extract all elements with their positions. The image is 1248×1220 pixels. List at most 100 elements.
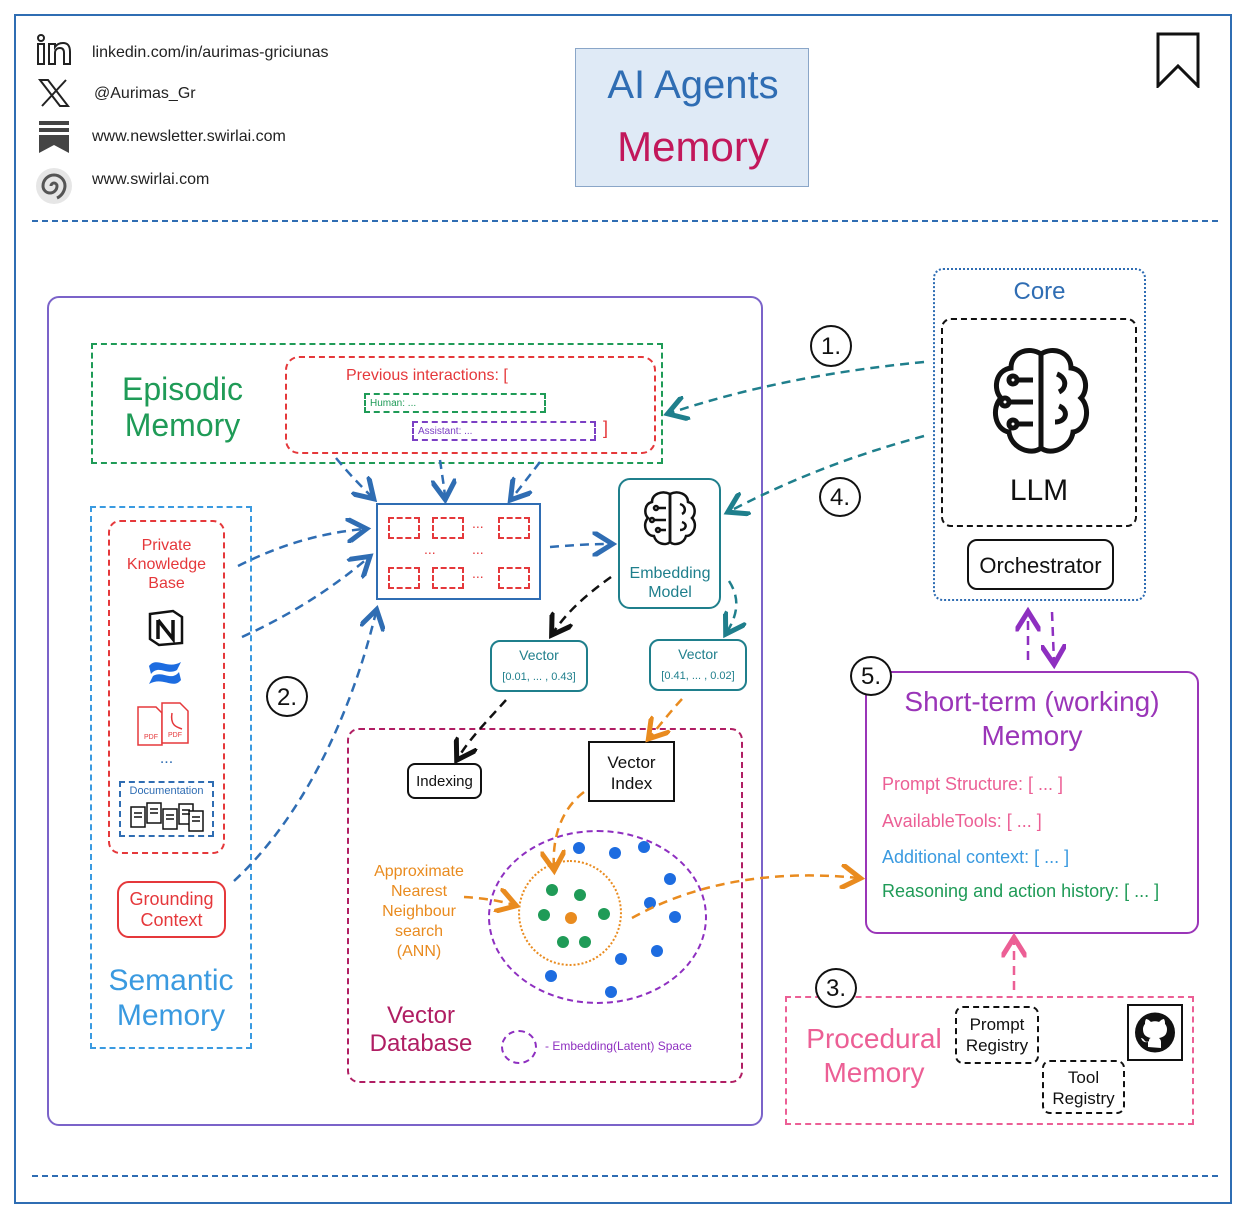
newsletter-icon bbox=[38, 120, 70, 159]
orchestrator-label: Orchestrator bbox=[979, 553, 1102, 578]
long-term-memory-container bbox=[47, 296, 763, 1126]
bookmark-icon[interactable] bbox=[1156, 32, 1200, 93]
x-handle[interactable]: @Aurimas_Gr bbox=[94, 85, 196, 102]
linkedin-link[interactable]: linkedin.com/in/aurimas-griciunas bbox=[92, 44, 329, 61]
short-term-memory-box: Short-term (working)Memory Prompt Struct… bbox=[865, 671, 1199, 934]
title-line-1: AI Agents bbox=[607, 63, 779, 107]
neighbour-point bbox=[546, 884, 558, 896]
step-5-label: 5. bbox=[860, 663, 881, 690]
github-icon bbox=[1133, 1010, 1177, 1060]
vector-value: [0.41, ... , 0.02] bbox=[661, 670, 735, 682]
chunks-box: ... ... ... ... bbox=[376, 503, 541, 600]
llm-label: LLM bbox=[1009, 474, 1069, 507]
close-bracket: ] bbox=[603, 418, 609, 438]
data-point bbox=[651, 945, 663, 957]
indexing-label: Indexing bbox=[416, 773, 473, 790]
documents-icon bbox=[129, 801, 205, 838]
arrow-vector-to-index bbox=[650, 698, 683, 737]
legend-circle bbox=[501, 1030, 537, 1064]
github-box bbox=[1127, 1004, 1183, 1061]
data-point bbox=[664, 873, 676, 885]
indexing-box: Indexing bbox=[407, 763, 482, 799]
data-point bbox=[644, 897, 656, 909]
pdf-label: PDF bbox=[168, 732, 182, 739]
swirl-logo-icon bbox=[34, 164, 74, 211]
data-point bbox=[573, 842, 585, 854]
previous-interactions-label: Previous interactions: [ bbox=[346, 367, 508, 384]
previous-interactions-box: Previous interactions: [ Human: ... Assi… bbox=[285, 356, 656, 454]
chunk bbox=[388, 567, 420, 589]
available-tools-field: AvailableTools: [ ... ] bbox=[882, 811, 1042, 831]
neighbour-point bbox=[598, 908, 610, 920]
prompt-structure-field: Prompt Structure: [ ... ] bbox=[882, 774, 1064, 794]
reasoning-history-field: Reasoning and action history: [ ... ] bbox=[882, 881, 1160, 901]
footer-divider bbox=[32, 1175, 1218, 1177]
step-2-marker: 2. bbox=[266, 676, 308, 717]
data-point bbox=[669, 911, 681, 923]
vector-box-left: Vector [0.01, ... , 0.43] bbox=[490, 640, 588, 692]
vector-label: Vector bbox=[678, 646, 718, 662]
chunk-ellipsis: ... bbox=[472, 515, 484, 531]
vector-database-box bbox=[347, 728, 743, 1083]
data-point bbox=[638, 841, 650, 853]
core-title: Core bbox=[1013, 278, 1066, 305]
step-1-label: 1. bbox=[820, 333, 841, 360]
human-message-box: Human: ... bbox=[364, 393, 546, 413]
arrow-episodic-to-chunks bbox=[440, 459, 445, 497]
website-link[interactable]: www.swirlai.com bbox=[92, 171, 210, 188]
arrow-vector-to-indexing bbox=[458, 699, 507, 758]
step-3-marker: 3. bbox=[815, 968, 857, 1008]
pdf-label: PDF bbox=[144, 734, 158, 741]
title-box: AI Agents Memory bbox=[575, 48, 809, 187]
newsletter-link[interactable]: www.newsletter.swirlai.com bbox=[92, 128, 286, 145]
additional-context-field: Additional context: [ ... ] bbox=[882, 847, 1070, 867]
chunk-ellipsis: ... bbox=[472, 541, 484, 557]
notion-icon bbox=[147, 609, 185, 652]
confluence-icon bbox=[147, 656, 183, 695]
arrow-chunks-to-embedding bbox=[549, 544, 610, 547]
data-point bbox=[605, 986, 617, 998]
chunk-ellipsis: ... bbox=[424, 541, 436, 557]
vector-box-right: Vector [0.41, ... , 0.02] bbox=[649, 639, 747, 691]
data-point bbox=[545, 970, 557, 982]
arrow-results-to-short-term bbox=[631, 875, 858, 920]
neighbour-point bbox=[538, 909, 550, 921]
x-logo-icon bbox=[37, 78, 71, 113]
neighbour-point bbox=[557, 936, 569, 948]
query-point bbox=[565, 912, 577, 924]
step-2-label: 2. bbox=[276, 684, 297, 711]
chunk bbox=[432, 517, 464, 539]
step-4-marker: 4. bbox=[819, 477, 861, 517]
arrow-knowledge-to-chunks bbox=[241, 558, 368, 639]
neighbour-point bbox=[579, 936, 591, 948]
chunk bbox=[432, 567, 464, 589]
arrow-llm-to-embedding bbox=[730, 434, 925, 511]
arrow-episodic-to-chunks bbox=[512, 461, 541, 498]
core-box: Core bbox=[933, 268, 1146, 601]
pdf-files-icon bbox=[136, 699, 192, 754]
embedding-space-circle bbox=[488, 830, 707, 1004]
arrow-index-to-space bbox=[554, 791, 585, 868]
arrow-orchestrator-to-short-term bbox=[1052, 611, 1054, 662]
legend-label: - Embedding(Latent) Space bbox=[545, 1039, 692, 1053]
title-line-2: Memory bbox=[617, 123, 769, 170]
human-message-text: Human: ... bbox=[370, 398, 417, 409]
assistant-message-box: Assistant: ... bbox=[412, 421, 596, 441]
arrow-embedding-to-vector-right bbox=[727, 580, 736, 632]
